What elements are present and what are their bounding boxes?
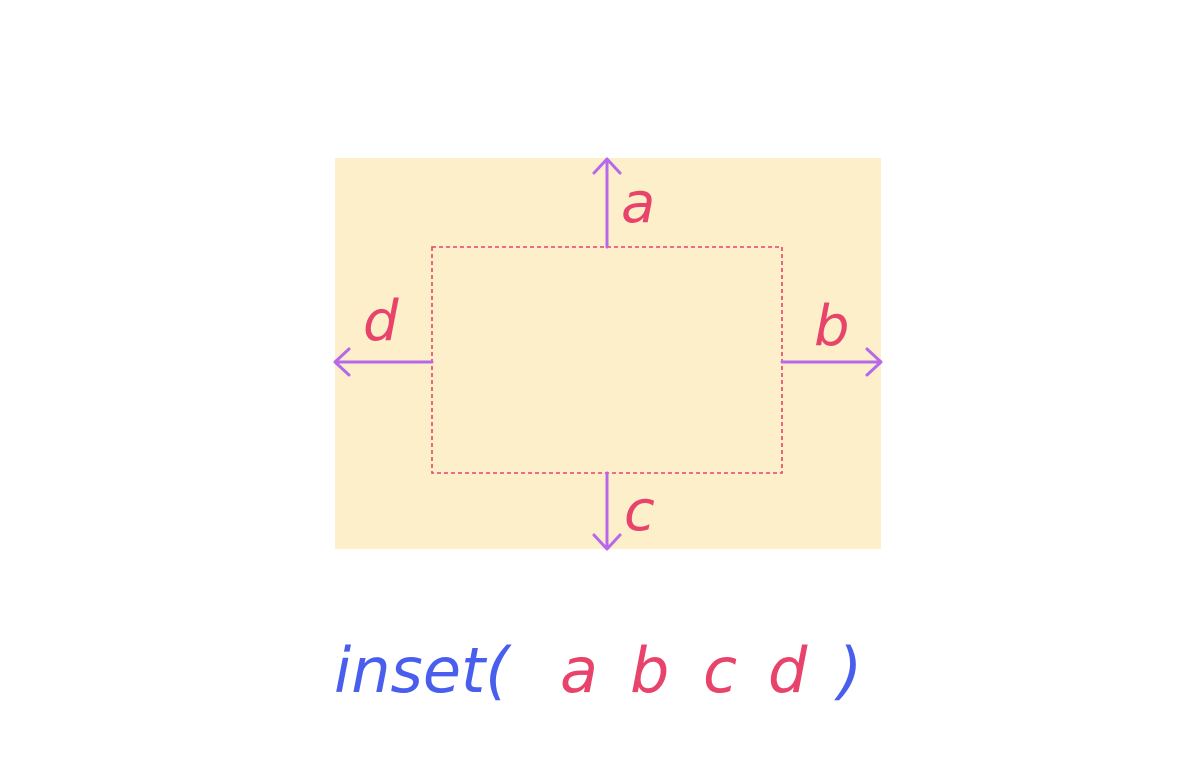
formula-arg-b: b: [630, 634, 669, 707]
arrow-top: [592, 157, 622, 249]
formula-arg-a: a: [560, 634, 598, 707]
formula-arg-d: d: [768, 634, 808, 707]
label-bottom: c: [624, 479, 655, 544]
formula: inset( a b c d ): [334, 634, 862, 707]
label-right: b: [814, 294, 850, 359]
arrow-bottom: [592, 471, 622, 551]
label-top: a: [621, 171, 655, 236]
label-left: d: [363, 289, 399, 354]
arrow-right: [780, 347, 883, 377]
arrow-left: [333, 347, 434, 377]
formula-close: ): [834, 634, 862, 707]
formula-arg-c: c: [703, 634, 737, 707]
formula-function: inset(: [334, 634, 512, 707]
